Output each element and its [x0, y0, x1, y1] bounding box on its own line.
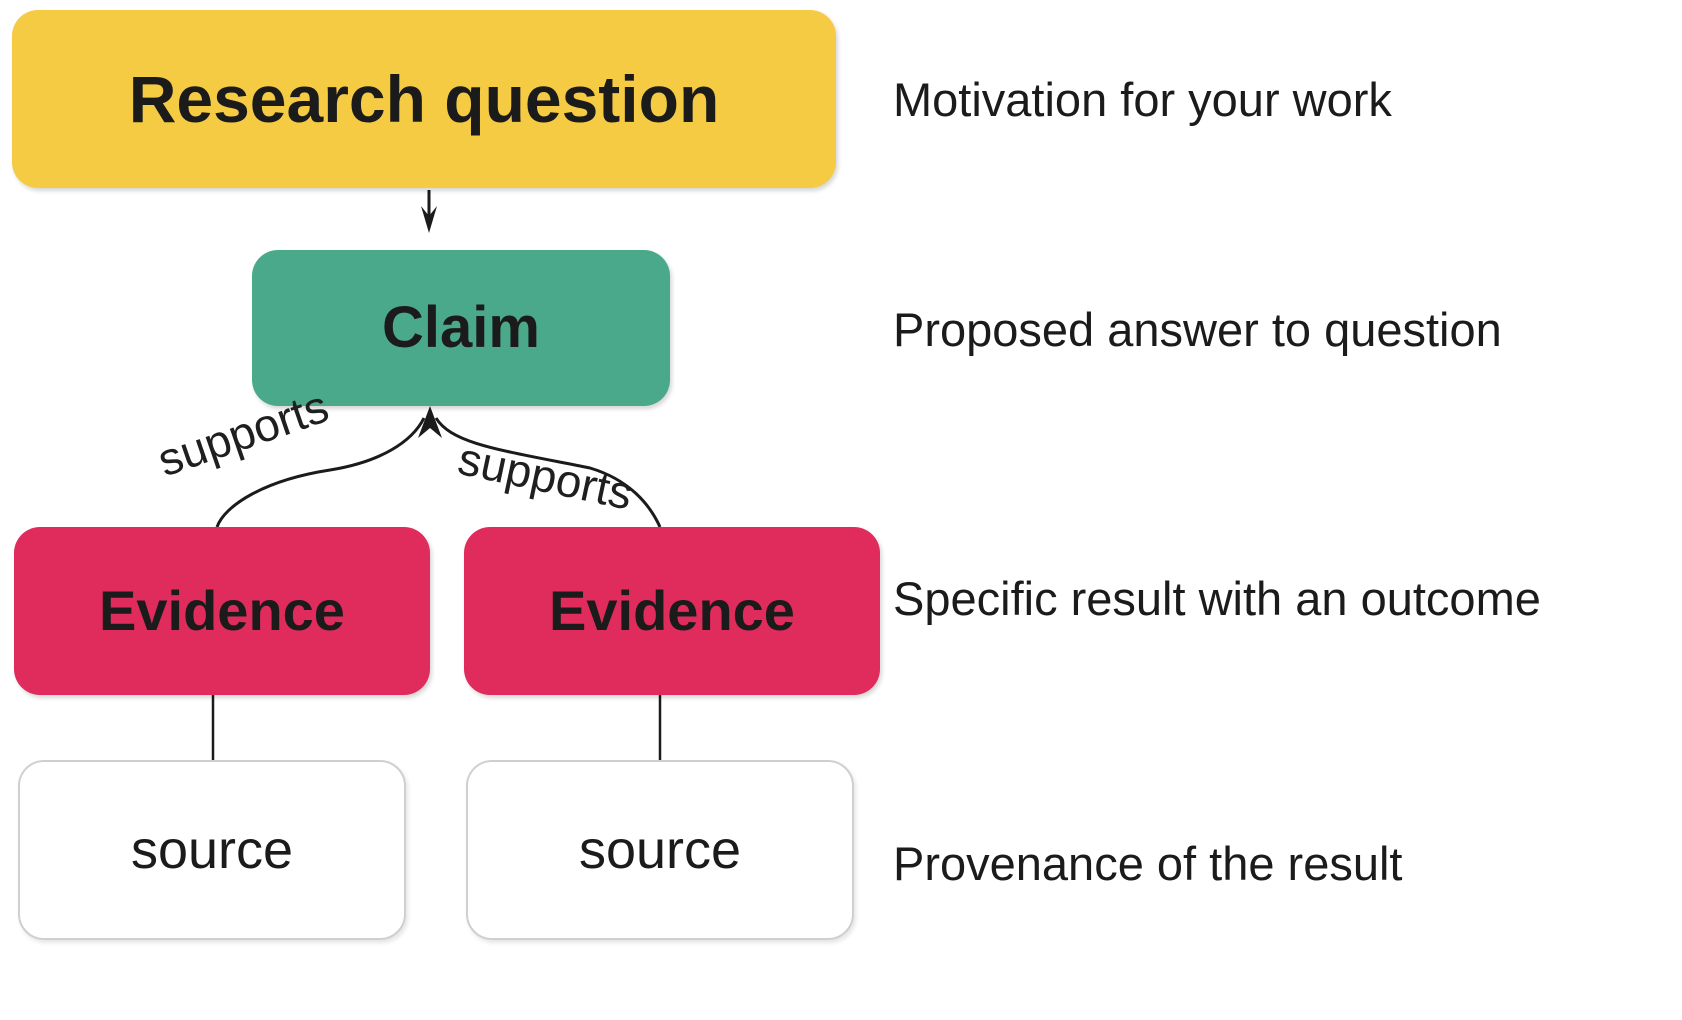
edge-research-to-claim — [421, 190, 437, 233]
node-evidence-left-label: Evidence — [99, 579, 345, 642]
edge-label-supports-right: supports — [453, 432, 638, 520]
node-claim[interactable]: Claim — [252, 250, 670, 406]
node-source-left[interactable]: source — [18, 760, 406, 940]
node-evidence-right[interactable]: Evidence — [464, 527, 880, 695]
node-research-question[interactable]: Research question — [12, 10, 836, 188]
node-source-left-label: source — [130, 820, 294, 880]
edge-label-supports-left: supports — [151, 379, 335, 487]
caption-provenance: Provenance of the result — [893, 837, 1403, 890]
node-research-question-label: Research question — [128, 62, 720, 136]
node-claim-label: Claim — [382, 295, 540, 360]
node-evidence-right-label: Evidence — [549, 579, 795, 642]
caption-proposed-answer: Proposed answer to question — [893, 303, 1502, 356]
arrowhead-into-claim — [418, 406, 442, 438]
node-evidence-left[interactable]: Evidence — [14, 527, 430, 695]
caption-specific-result: Specific result with an outcome — [893, 572, 1541, 625]
node-source-right[interactable]: source — [466, 760, 854, 940]
node-source-right-label: source — [578, 820, 742, 880]
caption-motivation: Motivation for your work — [893, 73, 1392, 126]
